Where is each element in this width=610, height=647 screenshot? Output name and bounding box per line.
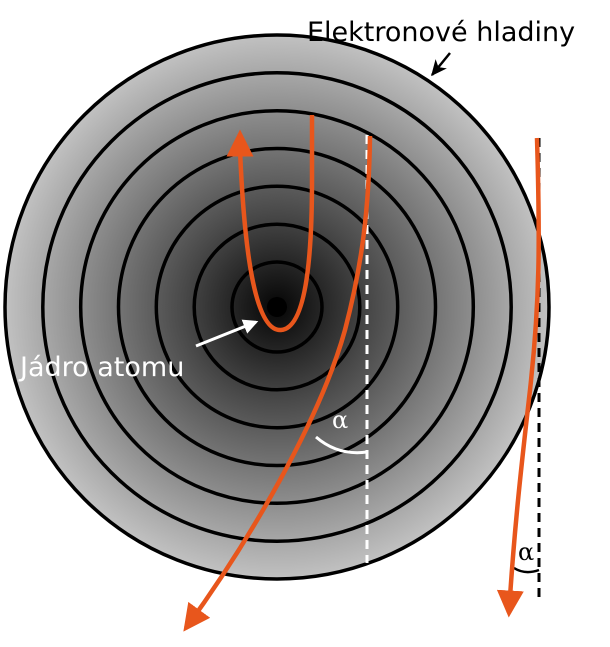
- atom-nucleus: [267, 297, 287, 317]
- electron-shell: [78, 108, 476, 506]
- electron-shell: [3, 33, 551, 581]
- nucleus-pointer-arrow: [195, 319, 259, 348]
- angle-label-right: α: [518, 538, 534, 566]
- electron-shell: [154, 184, 400, 430]
- electron-shells: [3, 33, 551, 581]
- nucleus-label: Jádro atomu: [18, 352, 184, 383]
- grazing-trajectory: [496, 137, 541, 618]
- electron-shell: [116, 146, 438, 468]
- deflected-trajectory: [183, 135, 373, 632]
- electron-shell: [230, 260, 324, 354]
- electron-shell: [192, 222, 362, 392]
- angle-arc-right: [513, 566, 540, 574]
- shells-label: Elektronové hladiny: [307, 17, 575, 48]
- angle-arc-center: [315, 435, 368, 455]
- angle-label-center: α: [332, 406, 348, 434]
- electron-shell: [41, 71, 513, 543]
- backscatter-trajectory: [226, 115, 315, 333]
- shells-pointer-arrow: [431, 52, 451, 77]
